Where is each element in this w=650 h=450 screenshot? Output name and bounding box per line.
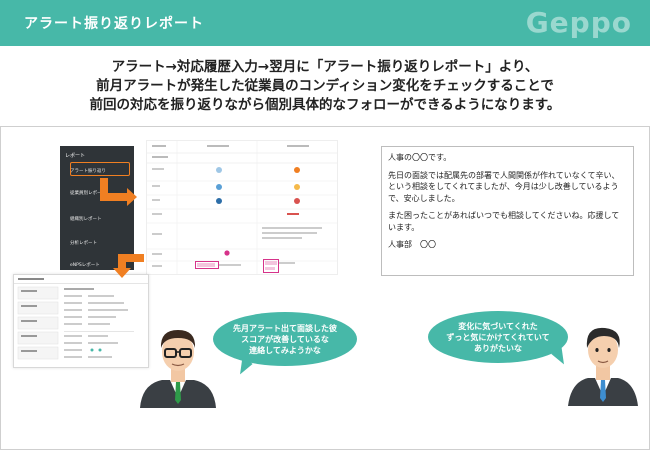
- page-title: アラート振り返りレポート: [24, 16, 204, 32]
- bubble-left-line-1: 先月アラート出て面談した彼: [233, 323, 337, 333]
- message-closing: また困ったことがあればいつでも相談してくださいね。応援しています。: [388, 211, 620, 232]
- detail-screenshot: [13, 274, 149, 368]
- bubble-left-line-3: 連絡してみようかな: [249, 345, 321, 355]
- report-table-screenshot: [146, 140, 338, 275]
- header-bar: アラート振り返りレポート Geppo: [0, 0, 650, 46]
- arrow-right-icon: [127, 188, 137, 206]
- arrow2-shaft-vertical: [118, 254, 126, 270]
- description: アラート→対応履歴入力→翌月に「アラート振り返りレポート」より、 前月アラートが…: [0, 58, 650, 115]
- report-table-graphic: [147, 141, 337, 274]
- speech-bubble-employee: 変化に気づいてくれた ずっと気にかけてくれていて ありがたいな: [428, 311, 568, 363]
- menu-item-org-report[interactable]: 組織別レポート: [70, 217, 102, 222]
- pink-highlight-1: [195, 261, 219, 269]
- pink-highlight-2: [263, 259, 279, 273]
- menu-item-analysis-report[interactable]: 分析レポート: [70, 241, 97, 246]
- description-line-2: 前月アラートが発生した従業員のコンディション変化をチェックすることで: [96, 78, 554, 94]
- message-greeting: 人事の〇〇です。: [388, 153, 452, 162]
- employee-person-illustration: [568, 327, 638, 406]
- menu-item-alert-review[interactable]: アラート振り返り: [70, 169, 106, 174]
- description-line-1: アラート→対応履歴入力→翌月に「アラート振り返りレポート」より、: [111, 59, 539, 75]
- report-menu: レポート アラート振り返り 従業員別レポート 組織別レポート 分析レポート eN…: [60, 146, 134, 270]
- message-body: 先日の面談では配属先の部署で人間関係が作れていなくて辛い、という相談をしてくれて…: [388, 170, 620, 203]
- bubble-right-line-1: 変化に気づいてくれた: [458, 321, 538, 331]
- hr-message-box: 人事の〇〇です。 先日の面談では配属先の部署で人間関係が作れていなくて辛い、とい…: [381, 146, 634, 276]
- speech-bubble-hr: 先月アラート出て面談した彼 スコアが改善しているな 連絡してみようかな: [213, 312, 357, 366]
- menu-item-enps-report[interactable]: eNPSレポート: [70, 263, 100, 268]
- bubble-left-line-2: スコアが改善しているな: [241, 334, 329, 344]
- message-signature: 人事部 〇〇: [388, 240, 436, 249]
- arrow-down-icon: [113, 268, 131, 278]
- hr-person-illustration: [140, 330, 216, 408]
- detail-graphic: [14, 278, 148, 360]
- description-line-3: 前回の対応を振り返りながら個別具体的なフォローができるようになります。: [89, 97, 561, 113]
- bubble-right-line-2: ずっと気にかけてくれていて: [446, 332, 550, 342]
- arrow2-shaft-horizontal: [118, 254, 144, 262]
- geppo-logo: Geppo: [525, 6, 632, 39]
- menu-item-employee-report[interactable]: 従業員別レポート: [70, 191, 106, 196]
- arrow-shaft-horizontal: [100, 193, 127, 201]
- bubble-right-line-3: ありがたいな: [474, 343, 522, 353]
- menu-highlight: [70, 162, 130, 176]
- menu-head-label: レポート: [65, 153, 86, 159]
- arrow-shaft-vertical: [100, 178, 108, 198]
